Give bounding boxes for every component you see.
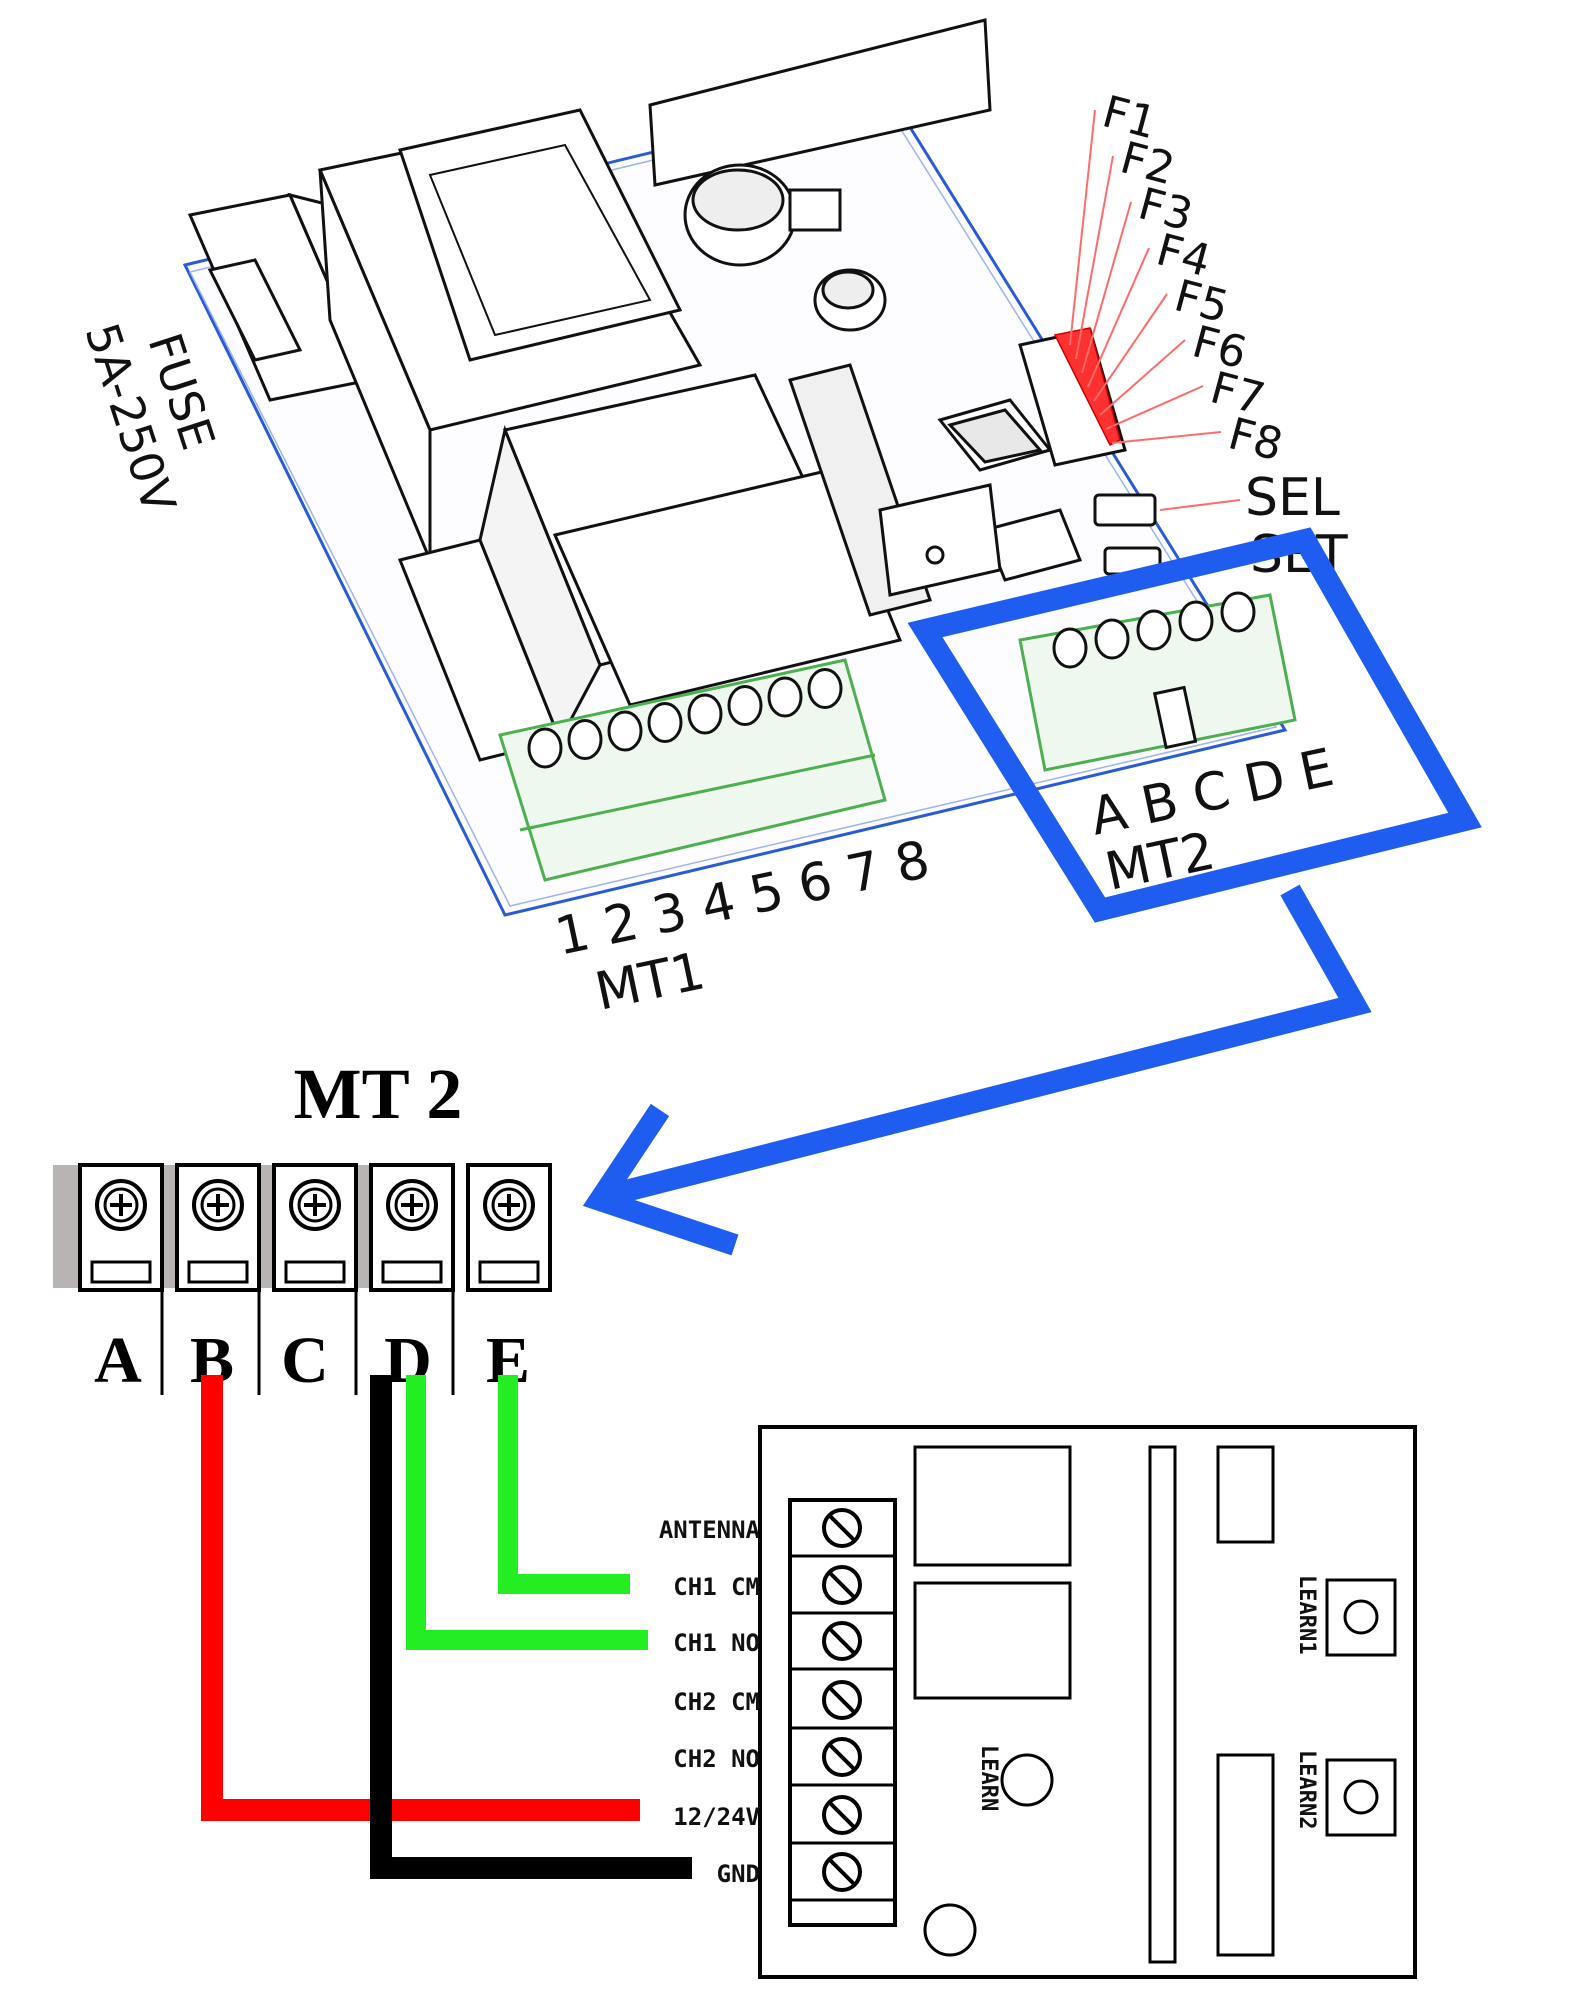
- receiver-screw-terminal: [790, 1795, 895, 1845]
- mt2-screw: [1052, 627, 1088, 669]
- mt2-terminal-block: [1018, 591, 1297, 772]
- receiver-screw-terminal: [790, 1621, 895, 1671]
- mt1-screw: [687, 693, 723, 735]
- receiver-pin-label: 12/24V: [673, 1803, 760, 1831]
- terminal-c: [272, 1163, 358, 1292]
- learn1-label: LEARN1: [1294, 1575, 1319, 1654]
- transformer: [317, 108, 703, 561]
- receiver-screw-terminal: [790, 1852, 895, 1902]
- sel-set-buttons: [1093, 493, 1162, 576]
- function-leader-line: [1093, 293, 1168, 402]
- receiver-relay-2: [913, 1581, 1072, 1700]
- receiver-antenna-strip: [1148, 1445, 1177, 1964]
- sel-label: SEL: [1245, 468, 1340, 528]
- receiver-chip: [1216, 1445, 1275, 1544]
- receiver-pin-label: CH2 CM: [673, 1688, 760, 1716]
- mt1-screw: [567, 719, 603, 760]
- mt2-highlight-box: [907, 527, 1482, 923]
- learn-label: LEARN: [976, 1745, 1001, 1811]
- learn-button[interactable]: [1000, 1753, 1054, 1807]
- wires: [201, 1375, 692, 1879]
- mt1-screw: [727, 685, 763, 726]
- receiver-screw-terminal: [790, 1680, 895, 1730]
- mt2-pointer-arrowhead: [582, 1103, 739, 1256]
- mt2-screw: [1094, 618, 1130, 660]
- mt1-screw: [767, 676, 803, 718]
- mt2-pointer-arrow: [607, 884, 1372, 1206]
- mt1-screw: [527, 727, 563, 769]
- function-leader-line: [1069, 109, 1096, 346]
- receiver-screw-terminal: [790, 1737, 895, 1787]
- receiver-led: [923, 1903, 977, 1957]
- function-leader-line: [1099, 339, 1186, 416]
- receiver-screw-terminal: [790, 1508, 895, 1558]
- receiver-pin-label: ANTENNA: [659, 1516, 761, 1544]
- terminal-a: [78, 1163, 164, 1292]
- function-leader-line: [1105, 385, 1204, 430]
- learn2-label: LEARN2: [1294, 1750, 1319, 1829]
- function-label-f8: F8: [1223, 408, 1288, 471]
- function-leader-line: [1087, 247, 1150, 388]
- receiver-relay-1: [913, 1445, 1072, 1567]
- wire-ch1-cm: [498, 1375, 630, 1594]
- learn2-button[interactable]: [1325, 1758, 1397, 1837]
- receiver-pin-label: GND: [717, 1860, 760, 1888]
- function-leader-line: [1081, 201, 1132, 374]
- function-leader-line: [1111, 431, 1222, 444]
- terminal-e: [466, 1163, 552, 1292]
- mt2-screw: [1136, 609, 1172, 651]
- learn1-button[interactable]: [1325, 1578, 1397, 1657]
- receiver-screw-terminal: [790, 1565, 895, 1615]
- wire-12-24v: [201, 1375, 640, 1821]
- terminal-b: [175, 1163, 261, 1292]
- terminal-d: [369, 1163, 455, 1292]
- capacitors: [683, 163, 887, 332]
- receiver-pin-label: CH2 NO: [673, 1745, 760, 1773]
- receiver-module: LEARN LEARN1 LEARN2 ANTENNA CH1 CM CH1 NO C…: [659, 1425, 1417, 1979]
- microcontroller: [878, 398, 1083, 597]
- mt1-screw: [647, 702, 683, 743]
- terminal-letter-c: C: [281, 1324, 329, 1397]
- wire-ch1-no: [406, 1375, 648, 1650]
- mt1-terminal-block: [498, 658, 887, 882]
- receiver-module-block: [1216, 1753, 1275, 1957]
- relays: [397, 363, 932, 762]
- mt2-title: MT 2: [294, 1054, 463, 1134]
- mt1-screw: [607, 710, 643, 752]
- mt2-screw: [1220, 591, 1256, 633]
- function-leader-line: [1075, 155, 1114, 360]
- wire-gnd: [370, 1375, 692, 1879]
- mt2-screw: [1178, 600, 1214, 642]
- mt1-screw: [807, 668, 843, 709]
- receiver-pin-label: CH1 CM: [673, 1573, 760, 1601]
- terminal-letter-a: A: [94, 1324, 142, 1397]
- receiver-pin-label: CH1 NO: [673, 1629, 760, 1657]
